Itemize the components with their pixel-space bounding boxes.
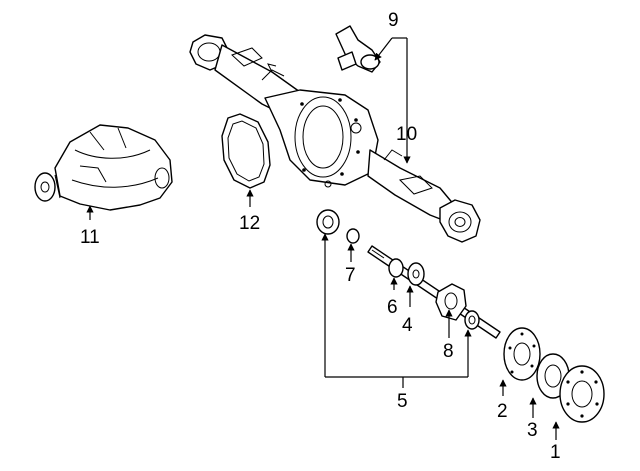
callout-3: 3 bbox=[527, 420, 538, 441]
snap-ring bbox=[346, 228, 360, 244]
axle-flange bbox=[559, 365, 605, 423]
differential-carrier bbox=[34, 124, 173, 211]
callout-8: 8 bbox=[443, 341, 454, 362]
callout-6: 6 bbox=[387, 297, 398, 318]
leader-lines bbox=[86, 37, 560, 440]
callout-2: 2 bbox=[497, 401, 508, 422]
oil-seal bbox=[316, 209, 340, 235]
callout-11: 11 bbox=[80, 227, 100, 248]
flange-gasket-plate bbox=[503, 327, 541, 381]
callout-12: 12 bbox=[239, 213, 260, 234]
callout-7: 7 bbox=[345, 265, 356, 286]
callout-5: 5 bbox=[397, 391, 408, 412]
callout-10: 10 bbox=[396, 124, 417, 145]
callout-labels: 1 2 3 4 5 6 7 8 9 10 11 12 bbox=[80, 10, 561, 463]
callout-4: 4 bbox=[402, 315, 413, 336]
callout-1: 1 bbox=[550, 442, 561, 463]
axle-shaft bbox=[367, 245, 501, 339]
callout-9: 9 bbox=[388, 10, 399, 31]
breather-bracket bbox=[335, 25, 381, 73]
cover-gasket bbox=[221, 113, 271, 189]
axle-housing bbox=[189, 34, 481, 243]
